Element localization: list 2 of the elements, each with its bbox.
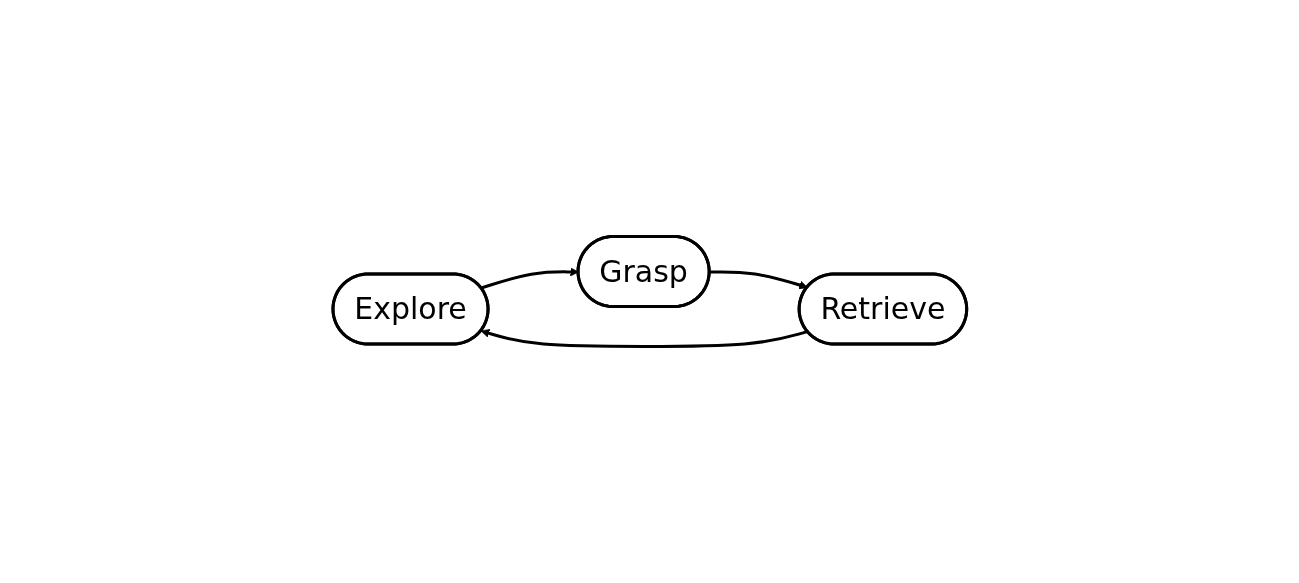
arrow (480, 329, 808, 348)
arrow (709, 270, 808, 290)
